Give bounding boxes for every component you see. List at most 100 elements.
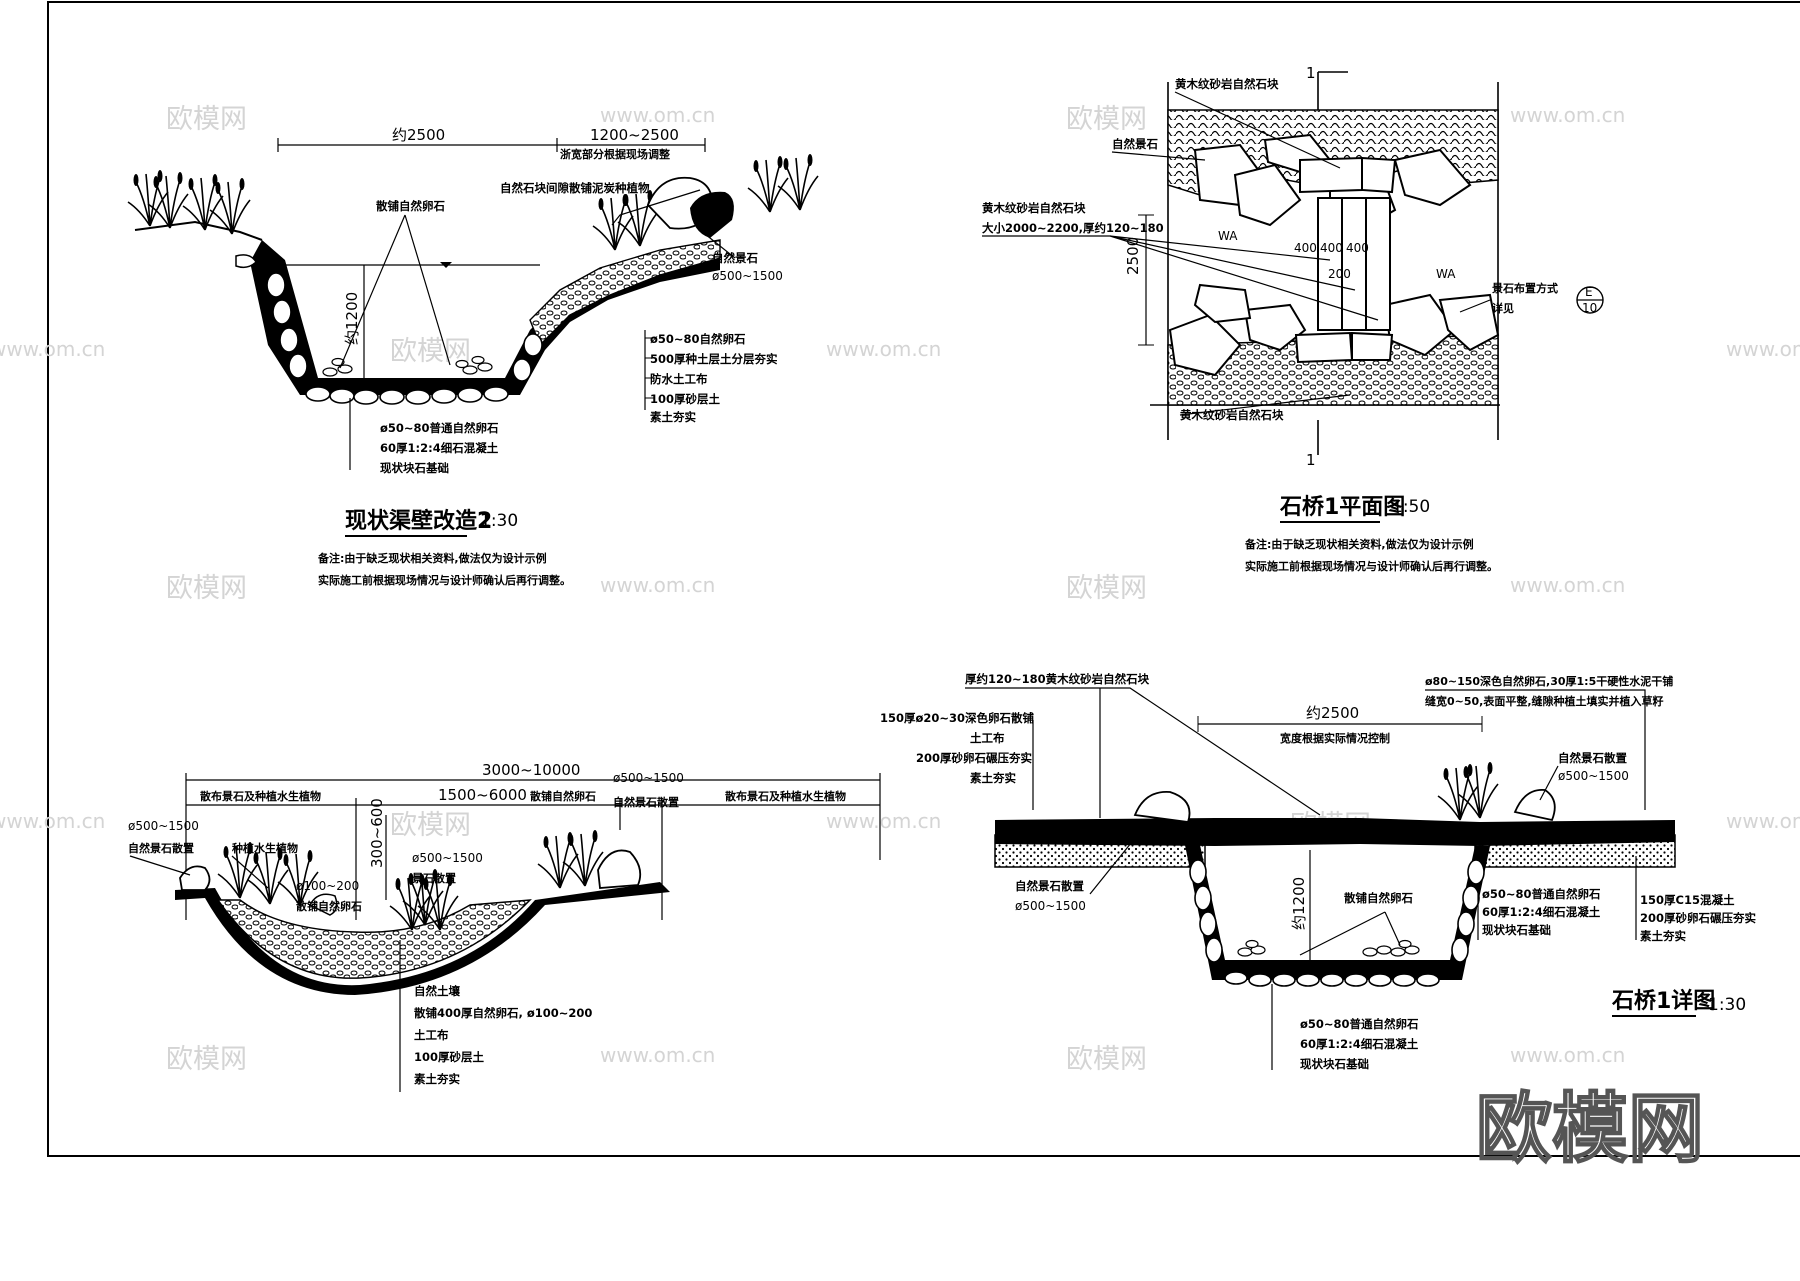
label-bottom: 黄木纹砂岩自然石块 xyxy=(1180,408,1284,422)
callout-bottom: 10 xyxy=(1582,301,1597,315)
watermark: 欧模网 xyxy=(166,1044,247,1075)
label-right-span: 散布景石及种植水生植物 xyxy=(725,789,846,803)
label-pebble: ø100~200 xyxy=(296,879,359,893)
label-pebble: 散铺自然卵石 xyxy=(1344,891,1413,905)
dim-slab-3: 400 xyxy=(1346,241,1369,255)
dim-width: 约2500 xyxy=(392,126,445,144)
watermark: 欧模网 xyxy=(390,810,471,841)
section-mark-bottom: 1 xyxy=(1306,451,1316,469)
layer-right-2: 200厚砂卵石碾压夯实 xyxy=(1640,911,1757,925)
top-note-2: 缝宽0~50,表面平整,缝隙种植土填实并植入草籽 xyxy=(1425,694,1664,708)
layer-right-4: 100厚砂层土 xyxy=(650,392,721,406)
dim-side-note: 浙宽部分根据现场调整 xyxy=(560,147,670,161)
label-right-2: 详见 xyxy=(1492,301,1514,315)
watermark: www.om.cn xyxy=(826,809,941,833)
label-slab: 厚约120~180黄木纹砂岩自然石块 xyxy=(965,672,1150,686)
layer-left-4: 素土夯实 xyxy=(970,771,1016,785)
dim-width-note: 宽度根据实际情况控制 xyxy=(1279,731,1390,745)
watermark: www.om.cn xyxy=(1510,103,1625,127)
layer-right-2: 500厚种土层土分层夯实 xyxy=(650,352,778,366)
section-mark-top: 1 xyxy=(1306,64,1316,82)
watermark: www.om.cn xyxy=(1510,573,1625,597)
note-line-2: 实际施工前根据现场情况与设计师确认后再行调整。 xyxy=(318,573,571,587)
pond-layer-2: 散铺400厚自然卵石, ø100~200 xyxy=(414,1006,592,1020)
label-pebble-2: 散铺自然卵石 xyxy=(296,899,362,913)
label-left-rock: ø500~1500 xyxy=(128,819,199,833)
sheet-border xyxy=(47,1,1800,1157)
layer-bottom-1: ø50~80普通自然卵石 xyxy=(1300,1017,1419,1031)
watermark: 欧模网 xyxy=(1066,1044,1147,1075)
layer-right-1: ø50~80自然卵石 xyxy=(650,332,746,346)
watermark: www.om.cn xyxy=(600,573,715,597)
pond-section: 3000~10000 1500~6000 散铺自然卵石 散布景石及种植水生植物 … xyxy=(128,761,881,1092)
dim-depth: 300~600 xyxy=(368,798,386,868)
layer-right-5: 素土夯实 xyxy=(650,410,696,424)
label-slab-size: 大小2000~2200,厚约120~180 xyxy=(982,221,1164,235)
dim-height: 2500 xyxy=(1124,237,1142,275)
layer-right-3: 防水土工布 xyxy=(650,372,708,386)
watermark: 欧模网 xyxy=(1066,104,1147,135)
dim-200: 200 xyxy=(1328,267,1351,281)
watermark: 欧模网 xyxy=(166,104,247,135)
label-rocks-top: 自然石块间隙散铺泥炭种植物 xyxy=(500,181,650,195)
wa-left: WA xyxy=(1218,229,1238,243)
label-left-span: 散布景石及种植水生植物 xyxy=(200,789,321,803)
watermark: www.om.cn xyxy=(826,337,941,361)
callout-top: E xyxy=(1585,285,1593,299)
layer-bottom-1: ø50~80普通自然卵石 xyxy=(380,421,499,435)
label-slab: 黄木纹砂岩自然石块 xyxy=(982,201,1086,215)
dim-slab-2: 400 xyxy=(1320,241,1343,255)
note-line-2: 实际施工前根据现场情况与设计师确认后再行调整。 xyxy=(1245,559,1498,573)
dim-depth: 约1200 xyxy=(1290,877,1308,930)
label-rock-left: 自然景石 xyxy=(1112,137,1158,151)
label-rock-left: 自然景石散置 xyxy=(1015,879,1084,893)
layer-mid-3: 现状块石基础 xyxy=(1482,923,1551,937)
drawing-scale: 1:30 xyxy=(480,511,518,531)
label-rock-top: ø500~1500 xyxy=(613,771,684,785)
label-right-1: 景石布置方式 xyxy=(1491,281,1558,295)
note-line-1: 备注:由于缺乏现状相关资料,做法仅为设计示例 xyxy=(1244,537,1474,551)
dim-total: 3000~10000 xyxy=(482,761,580,779)
watermark: 欧模网 xyxy=(166,573,247,604)
dim-mid-suffix: 散铺自然卵石 xyxy=(530,789,596,803)
layer-right-1: 150厚C15混凝土 xyxy=(1640,893,1735,907)
layer-mid-1: ø50~80普通自然卵石 xyxy=(1482,887,1601,901)
bridge-plan: 1 1 黄木纹砂岩自然石块 自然景石 黄木纹砂岩自然石块 大小2000~2200… xyxy=(982,64,1604,573)
label-plants: 种植水生植物 xyxy=(231,841,298,855)
bridge-detail: ø80~150深色自然卵石,30厚1:5干硬性水泥干铺 缝宽0~50,表面平整,… xyxy=(880,672,1757,1071)
dim-side: 1200~2500 xyxy=(590,126,679,144)
dim-depth: 约1200 xyxy=(343,292,361,345)
label-rock-mid: ø500~1500 xyxy=(412,851,483,865)
label-rock-right: 自然景石散置 xyxy=(1558,751,1627,765)
watermark: www.om.cn xyxy=(0,809,105,833)
label-rock-mid-2: 景石散置 xyxy=(411,871,456,885)
label-rock-right-size: ø500~1500 xyxy=(1558,769,1629,783)
layer-right-3: 素土夯实 xyxy=(1640,929,1686,943)
layer-left-1: 150厚ø20~30深色卵石散铺 xyxy=(880,711,1035,725)
layer-left-2: 土工布 xyxy=(970,731,1005,745)
layer-bottom-3: 现状块石基础 xyxy=(1300,1057,1369,1071)
label-rock-top-2: 自然景石散置 xyxy=(613,795,679,809)
drawing-title: 石桥1平面图 xyxy=(1279,494,1405,520)
top-note-1: ø80~150深色自然卵石,30厚1:5干硬性水泥干铺 xyxy=(1425,674,1673,688)
label-rock-size: ø500~1500 xyxy=(712,269,783,283)
watermark: www.om.cn xyxy=(1726,337,1800,361)
watermark: www.om.cn xyxy=(1726,809,1800,833)
drawing-title: 现状渠壁改造2 xyxy=(345,508,492,534)
pond-layer-3: 土工布 xyxy=(414,1028,449,1042)
drawing-title: 石桥1详图 xyxy=(1611,988,1715,1014)
pond-layer-4: 100厚砂层土 xyxy=(414,1050,485,1064)
layer-mid-2: 60厚1:2:4细石混凝土 xyxy=(1482,905,1601,919)
label-left-rock-2: 自然景石散置 xyxy=(128,841,194,855)
wa-right: WA xyxy=(1436,267,1456,281)
pond-layer-5: 素土夯实 xyxy=(414,1072,460,1086)
label-pebble: 散铺自然卵石 xyxy=(376,199,445,213)
watermark: www.om.cn xyxy=(600,1043,715,1067)
layer-left-3: 200厚砂卵石碾压夯实 xyxy=(916,751,1033,765)
canal-section: 约2500 1200~2500 浙宽部分根据现场调整 xyxy=(127,126,819,587)
watermark: 欧模网 xyxy=(1066,573,1147,604)
brand-logo: 欧模网 xyxy=(1476,1084,1704,1173)
dim-width: 约2500 xyxy=(1306,704,1359,722)
label-top: 黄木纹砂岩自然石块 xyxy=(1175,77,1279,91)
label-rock-left-size: ø500~1500 xyxy=(1015,899,1086,913)
